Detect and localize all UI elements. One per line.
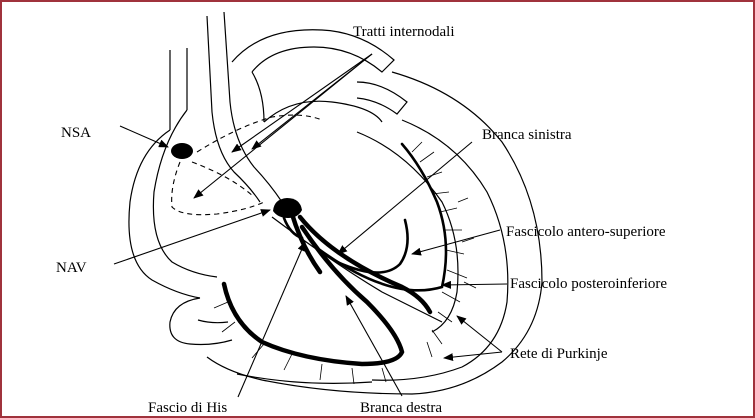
label-nav: NAV xyxy=(56,260,87,276)
label-nsa: NSA xyxy=(61,125,91,141)
label-branca-destra: Branca destra xyxy=(360,400,442,416)
pointer-nav xyxy=(114,210,270,264)
label-fascicolo-posteroinferiore: Fascicolo posteroinferiore xyxy=(510,276,667,292)
internodal-tracts xyxy=(172,115,322,215)
posterior-inferior-fascicle xyxy=(320,144,446,290)
pointer-rete-1 xyxy=(457,316,502,352)
ivc-inner xyxy=(198,320,228,323)
label-fascicolo-antero-superiore: Fascicolo antero-superiore xyxy=(506,224,666,240)
aorta-left xyxy=(207,16,260,202)
pointer-rete-2 xyxy=(444,352,502,358)
heart-outline xyxy=(129,12,542,394)
aorta-right xyxy=(224,12,282,202)
label-fascio-di-his: Fascio di His xyxy=(148,400,227,416)
pointer-fascicolo-postero xyxy=(442,284,507,285)
sinoatrial-node xyxy=(171,143,193,159)
pointer-fascicolo-antero xyxy=(412,230,500,254)
pointer-tratti-2 xyxy=(232,54,372,152)
label-rete-di-purkinje: Rete di Purkinje xyxy=(510,346,608,362)
label-tratti-internodali: Tratti internodali xyxy=(353,24,455,40)
pointer-tratti-3 xyxy=(194,54,372,198)
pulmonary-trunk xyxy=(252,72,264,122)
pointer-branca-sinistra xyxy=(338,142,472,254)
pointer-fascio-his xyxy=(238,242,305,397)
purkinje-fibers xyxy=(214,142,476,384)
label-branca-sinistra: Branca sinistra xyxy=(482,127,572,143)
atrioventricular-node xyxy=(273,198,302,218)
left-ventricle-outer xyxy=(207,72,542,394)
left-atrium xyxy=(264,101,382,122)
pointers xyxy=(114,54,507,397)
